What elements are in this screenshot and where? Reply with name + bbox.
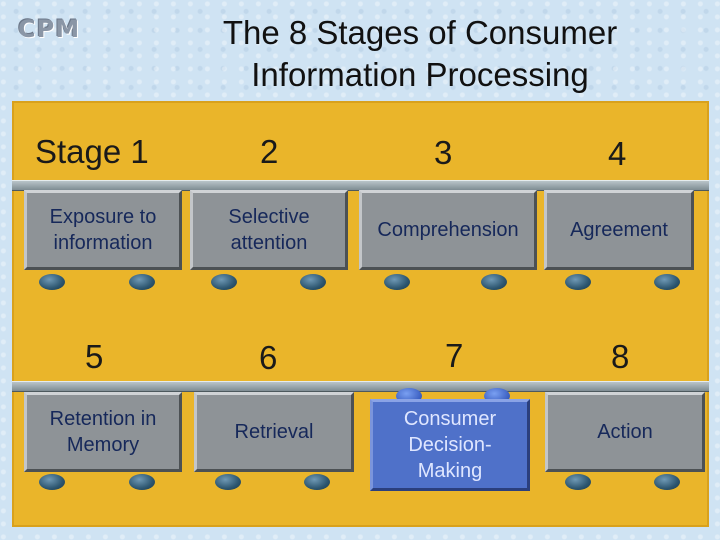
wheel-icon — [654, 474, 680, 490]
stage-label: Selective — [228, 206, 310, 228]
wheel-icon — [304, 474, 330, 490]
stage-number-8: 8 — [611, 338, 630, 375]
stage-label: Memory — [66, 434, 140, 456]
stage-card-comprehension: Comprehension — [359, 190, 537, 270]
stage-label: Consumer — [403, 408, 497, 430]
stage-number-5: 5 — [85, 338, 104, 375]
wheel-icon — [300, 274, 326, 290]
stage-label: Comprehension — [377, 219, 519, 241]
stage-label: Retention in — [49, 408, 157, 430]
stage-card-retention: Retention in Memory — [24, 392, 182, 472]
stage-label: Agreement — [570, 219, 668, 241]
stages-diagram: Stage 1 2 3 4 Exposure to information Se… — [12, 101, 709, 527]
wheel-icon — [481, 274, 507, 290]
wheel-icon — [654, 274, 680, 290]
stage-card-retrieval: Retrieval — [194, 392, 354, 472]
stage-label: attention — [230, 232, 308, 254]
title-line-2: Information Processing — [251, 56, 589, 93]
stage-label: Action — [597, 421, 653, 443]
title-line-1: The 8 Stages of Consumer — [222, 14, 618, 51]
wheel-icon — [39, 474, 65, 490]
wheel-icon — [215, 474, 241, 490]
stage-number-6: 6 — [259, 339, 278, 376]
stage-number-4: 4 — [608, 135, 627, 172]
wheel-icon — [565, 274, 591, 290]
wheel-icon — [565, 474, 591, 490]
stage-number-3: 3 — [434, 134, 453, 171]
stage-label: Making — [417, 460, 483, 482]
slide-title: The 8 Stages of Consumer Information Pro… — [150, 12, 690, 96]
wheel-icon — [129, 274, 155, 290]
wheel-icon — [129, 474, 155, 490]
rail-bottom — [12, 381, 709, 392]
stage-label: Decision- — [408, 434, 492, 456]
stage-number-1: Stage 1 — [35, 133, 149, 170]
stage-label: Retrieval — [234, 421, 314, 443]
stage-label: Exposure to — [49, 206, 157, 228]
stage-number-2: 2 — [260, 133, 279, 170]
stage-number-7: 7 — [445, 337, 464, 374]
wheel-icon — [211, 274, 237, 290]
brand-logo: CPM — [18, 15, 81, 43]
stage-label: information — [53, 232, 153, 254]
stage-card-attention: Selective attention — [190, 190, 348, 270]
wheel-icon — [384, 274, 410, 290]
stage-card-action: Action — [545, 392, 705, 472]
stage-card-agreement: Agreement — [544, 190, 694, 270]
stage-card-decision-making: Consumer Decision- Making — [370, 399, 530, 491]
wheel-icon — [39, 274, 65, 290]
stage-card-exposure: Exposure to information — [24, 190, 182, 270]
